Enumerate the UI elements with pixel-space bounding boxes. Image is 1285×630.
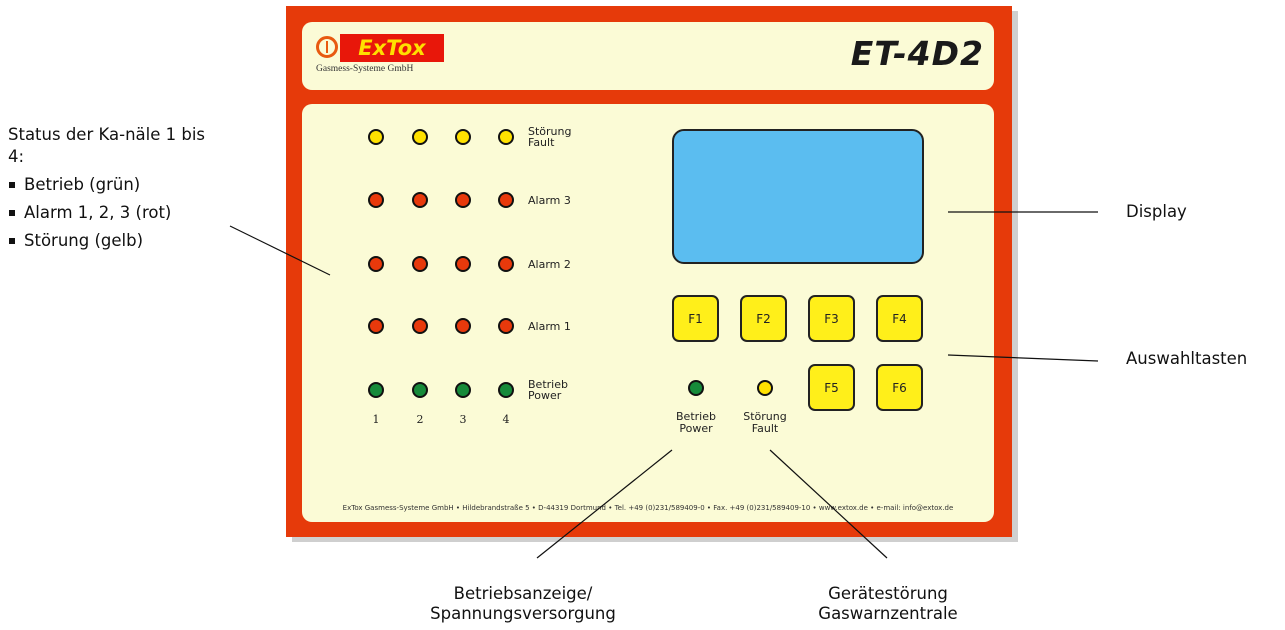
fault-row-label-en: Fault (528, 136, 555, 149)
channel-number: 1 (372, 413, 380, 426)
channel-2-fault-led (412, 129, 428, 145)
channel-4-power-led (498, 382, 514, 398)
power-row-label-en: Power (528, 389, 562, 402)
f1-key[interactable]: F1 (672, 295, 719, 342)
device-power-led (688, 380, 704, 396)
channel-3-alarm3-led (455, 192, 471, 208)
channel-4-alarm3-led (498, 192, 514, 208)
channel-2-alarm3-led (412, 192, 428, 208)
power-symbol-icon (316, 36, 338, 58)
power-callout-line2: Spannungsversorgung (430, 604, 616, 623)
alarm2-row-label: Alarm 2 (528, 258, 571, 271)
channel-4-alarm2-led (498, 256, 514, 272)
channel-3-alarm2-led (455, 256, 471, 272)
power-callout-line (536, 449, 673, 559)
channel-2-alarm2-led (412, 256, 428, 272)
power-callout-label: Betriebsanzeige/ Spannungsversorgung (393, 584, 653, 624)
brand-subtitle: Gasmess-Systeme GmbH (316, 64, 414, 74)
keys-callout-line (947, 354, 1099, 362)
channel-1-alarm2-led (368, 256, 384, 272)
lcd-display (672, 129, 924, 264)
channel-1-power-led (368, 382, 384, 398)
legend-item-alarm: Alarm 1, 2, 3 (rot) (8, 202, 223, 224)
fault-row-label-de: Störung (528, 125, 572, 138)
alarm3-row-label: Alarm 3 (528, 194, 571, 207)
f6-key[interactable]: F6 (876, 364, 923, 411)
alarm1-row-label: Alarm 1 (528, 320, 571, 333)
channel-3-alarm1-led (455, 318, 471, 334)
channel-1-alarm3-led (368, 192, 384, 208)
legend-intro: Status der Ka-näle 1 bis 4: (8, 125, 206, 166)
channel-number: 3 (459, 413, 467, 426)
display-callout-label: Display (1126, 202, 1187, 221)
channel-2-alarm1-led (412, 318, 428, 334)
brand-logo: ExTox (340, 34, 444, 62)
device-fault-label-en: Fault (751, 422, 779, 435)
channel-1-fault-led (368, 129, 384, 145)
fault-callout-label: Gerätestörung Gaswarnzentrale (758, 584, 1018, 624)
device-power-label-en: Power (679, 422, 713, 435)
channel-2-power-led (412, 382, 428, 398)
channel-4-alarm1-led (498, 318, 514, 334)
power-callout-line1: Betriebsanzeige/ (453, 584, 593, 603)
power-row-label-de: Betrieb (528, 378, 568, 391)
device-power-label: Betrieb Power (661, 411, 731, 435)
keys-callout-label: Auswahltasten (1126, 349, 1248, 368)
f4-key[interactable]: F4 (876, 295, 923, 342)
device-footer-address: ExTox Gasmess-Systeme GmbH • Hildebrands… (342, 504, 954, 512)
channel-status-legend: Status der Ka-näle 1 bis 4: Betrieb (grü… (8, 124, 223, 252)
legend-item-power: Betrieb (grün) (8, 174, 223, 196)
channel-3-power-led (455, 382, 471, 398)
device-fault-label: Störung Fault (730, 411, 800, 435)
channel-4-fault-led (498, 129, 514, 145)
power-row-label: Betrieb Power (528, 379, 568, 401)
legend-item-fault: Störung (gelb) (8, 230, 223, 252)
device-fault-led (757, 380, 773, 396)
fault-callout-line2: Gaswarnzentrale (818, 604, 958, 623)
device-fault-label-de: Störung (743, 410, 787, 423)
channel-1-alarm1-led (368, 318, 384, 334)
f3-key[interactable]: F3 (808, 295, 855, 342)
channel-number: 2 (416, 413, 424, 426)
f2-key[interactable]: F2 (740, 295, 787, 342)
device-power-label-de: Betrieb (676, 410, 716, 423)
fault-callout-line (769, 449, 888, 559)
channel-3-fault-led (455, 129, 471, 145)
f5-key[interactable]: F5 (808, 364, 855, 411)
fault-callout-line1: Gerätestörung (828, 584, 948, 603)
fault-row-label: Störung Fault (528, 126, 571, 148)
model-name: ET-4D2 (850, 34, 984, 73)
legend-callout-line (229, 225, 331, 276)
channel-number: 4 (502, 413, 510, 426)
